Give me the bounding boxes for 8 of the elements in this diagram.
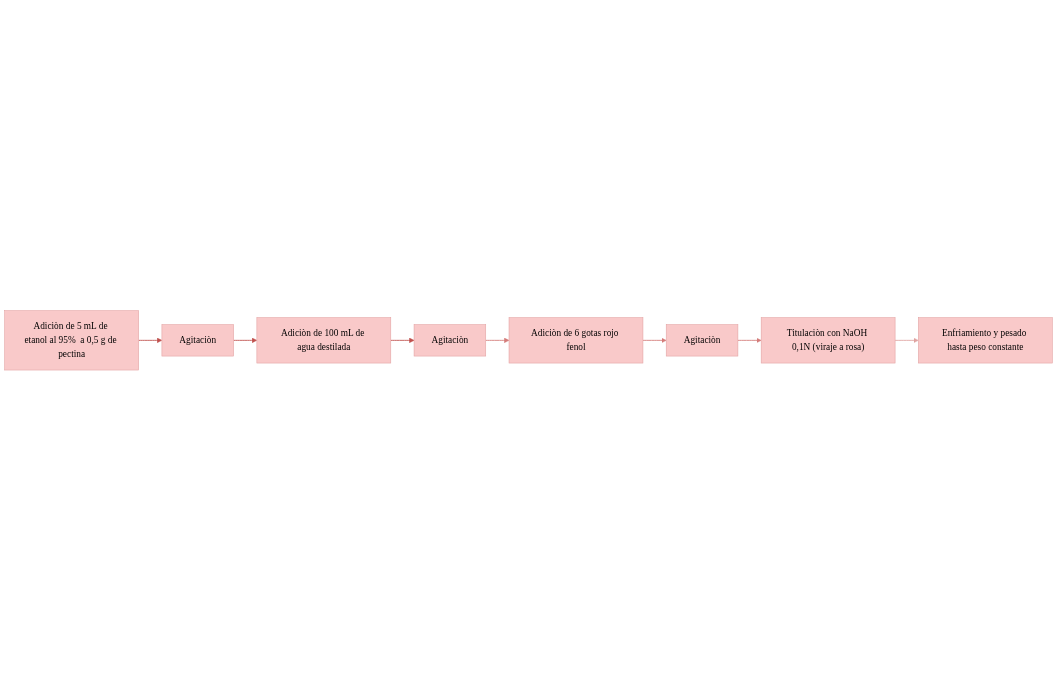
node-box: Titulaciòn con NaOH 0,1N (viraje a rosa) [760,317,896,364]
node-box: Adiciòn de 100 mL de agua destilada [256,317,392,364]
node-box: Agitaciòn [161,324,234,357]
node-box: Adiciòn de 5 mL de etanol al 95% a 0,5 g de pectina [4,310,139,371]
node-box: Agitaciòn [413,324,487,357]
node-box: Adiciòn de 6 gotas rojo fenol [508,317,644,364]
node-box: Agitaciòn [665,324,739,357]
node-box: Enfriamiento y pesado hasta peso constante [918,317,1053,364]
